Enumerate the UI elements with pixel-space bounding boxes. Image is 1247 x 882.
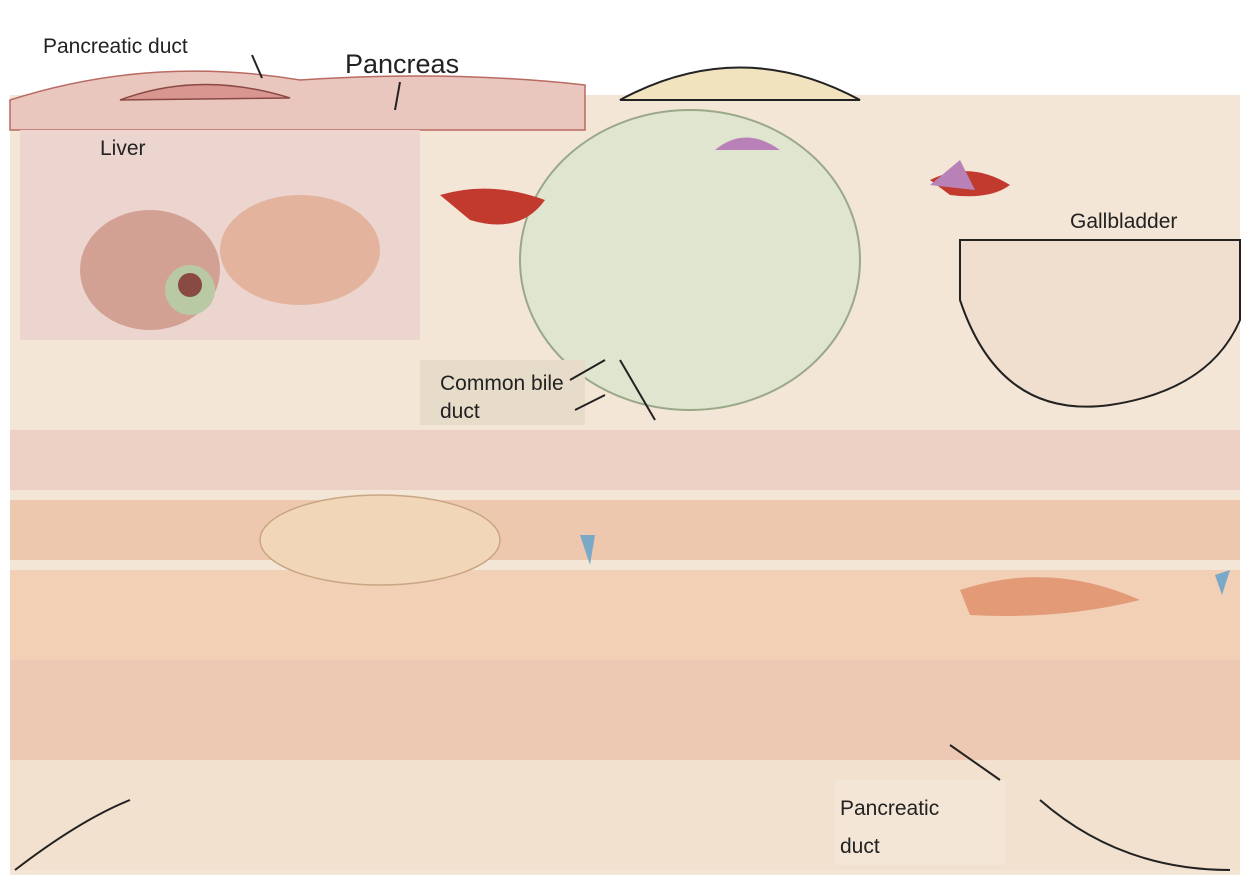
duodenum-shape xyxy=(519,109,861,411)
lower-tissue-4 xyxy=(10,660,1240,760)
gallbladder-dome xyxy=(619,66,861,101)
gallbladder-body xyxy=(959,239,1241,408)
label-common-bile-duct: Common bile duct xyxy=(440,372,564,424)
pancreas-shape-top xyxy=(9,70,586,131)
label-pancreas-top: Pancreas xyxy=(345,49,460,79)
label-pancreatic-duct-top: Pancreatic duct xyxy=(43,35,188,58)
common-bile-duct-leader-3 xyxy=(619,359,656,421)
duct-purple-right xyxy=(930,160,975,190)
label-pancreatic-duct-bottom: Pancreatic duct xyxy=(840,797,940,858)
pancreatic-duct-top-shape xyxy=(119,83,291,101)
lower-tissue-5 xyxy=(10,760,1240,870)
pancreatic-duct-bottom-box xyxy=(835,780,1005,865)
common-bile-duct-leader-1 xyxy=(569,359,606,381)
lower-duct-orange xyxy=(960,577,1140,616)
lower-pancreas-oval xyxy=(259,494,501,586)
duct-red-shape xyxy=(440,188,545,225)
common-bile-duct-leader-2 xyxy=(574,394,606,411)
bottom-outline-left xyxy=(14,799,131,871)
pancreatic-duct-bottom-leader xyxy=(949,744,1001,781)
lower-duct-blue xyxy=(580,535,595,565)
label-gallbladder: Gallbladder xyxy=(1070,210,1178,233)
lower-tissue-1 xyxy=(10,430,1240,490)
liver-lobe-4 xyxy=(178,273,202,297)
bottom-outline-right xyxy=(1039,799,1231,871)
lower-duct-blue-right xyxy=(1215,570,1230,595)
label-liver: Liver xyxy=(100,137,146,160)
pancreatic-duct-top-leader xyxy=(251,54,263,79)
lower-tissue-2 xyxy=(10,500,1240,560)
liver-lobe-2 xyxy=(220,195,380,305)
common-bile-duct-box xyxy=(420,360,585,425)
duct-purple-shape xyxy=(715,137,780,150)
pancreas-top-leader xyxy=(394,81,401,111)
